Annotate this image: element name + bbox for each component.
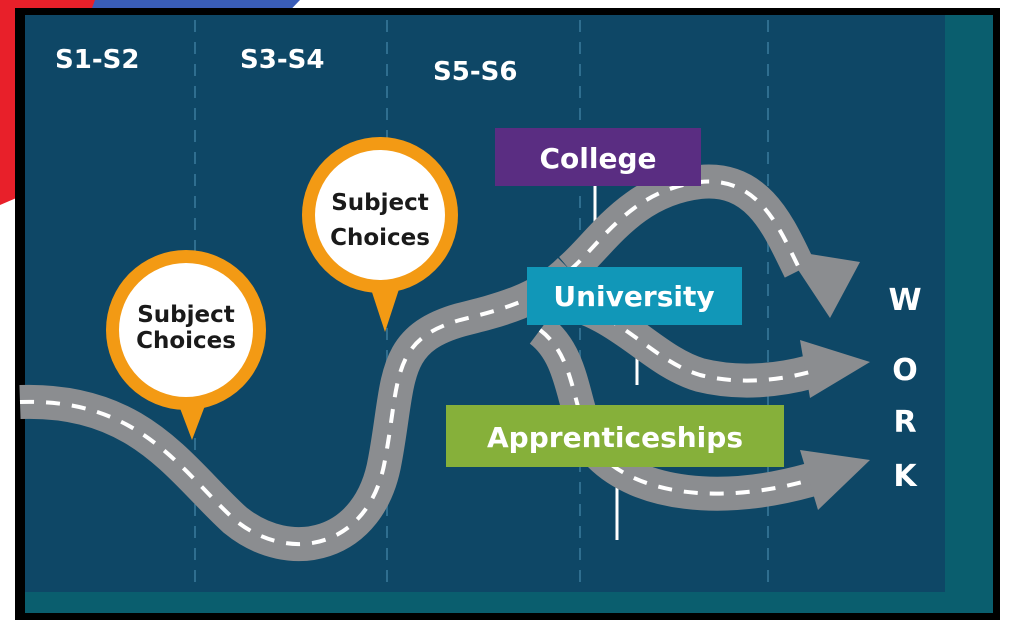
stage-label-s1-s2: S1-S2 <box>55 45 139 75</box>
arrowhead-college <box>785 250 860 318</box>
panel-right-strip <box>945 15 993 613</box>
college-sign-board <box>495 128 701 186</box>
college-sign: College <box>495 128 701 186</box>
pin-1-line1: Subject <box>137 302 235 328</box>
panel-bottom-strip <box>25 592 993 613</box>
work-label: W O R K <box>888 283 921 494</box>
subject-choices-pin-2: Subject Choices <box>302 137 458 332</box>
stage-label-s5-s6: S5-S6 <box>433 57 517 87</box>
pin-2-line1: Subject <box>331 190 429 216</box>
pin-2-face <box>315 150 445 280</box>
university-sign-board <box>527 267 742 325</box>
pin-2-tail <box>368 280 402 332</box>
work-letter-k: K <box>893 459 918 494</box>
work-letter-w: W <box>888 283 921 318</box>
column-dividers <box>194 20 769 590</box>
apprenticeships-sign: Apprenticeships <box>446 405 784 467</box>
college-label: College <box>539 142 656 175</box>
subject-choices-pin-1: Subject Choices <box>106 250 266 440</box>
apprenticeships-sign-board <box>446 405 784 467</box>
pin-1-line2: Choices <box>136 328 236 354</box>
pin-1-face <box>119 263 253 397</box>
main-road-dashes <box>19 268 572 546</box>
university-sign: University <box>527 267 742 325</box>
university-label: University <box>553 280 714 313</box>
work-letter-r: R <box>893 405 916 440</box>
work-letter-o: O <box>892 353 918 388</box>
arrowhead-university <box>800 340 870 398</box>
pin-2-line2: Choices <box>330 225 430 251</box>
arrowhead-apprenticeships <box>800 450 870 510</box>
road-arrowheads <box>785 250 870 510</box>
apprenticeships-road-dashes <box>538 328 811 496</box>
university-road-dashes <box>554 298 811 383</box>
apprenticeships-label: Apprenticeships <box>487 421 743 454</box>
stage-label-s3-s4: S3-S4 <box>240 45 324 75</box>
